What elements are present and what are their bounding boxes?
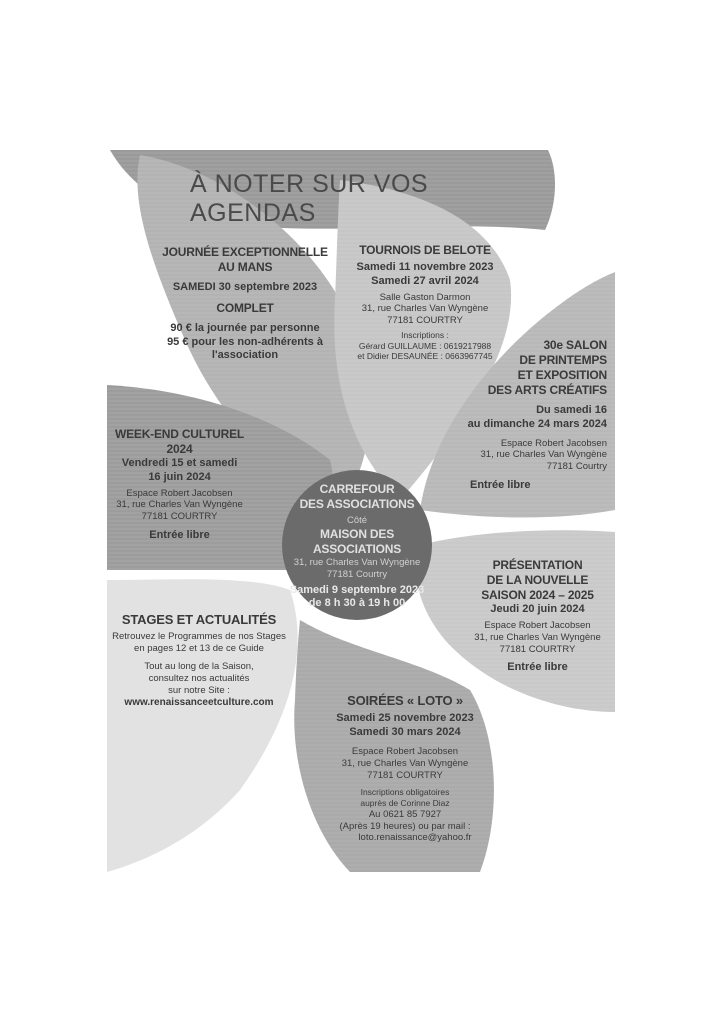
stages-title: STAGES ET ACTUALITÉS [121, 612, 277, 627]
carrefour-title-1: CARREFOUR [319, 482, 395, 496]
presentation-entry: Entrée libre [507, 661, 568, 674]
belote-street: 31, rue Charles Van Wyngène [361, 303, 489, 315]
event-salon: 30e SALON DE PRINTEMPS ET EXPOSITION DES… [455, 338, 615, 493]
salon-title-3: ET EXPOSITION [517, 368, 608, 382]
event-journee: JOURNÉE EXCEPTIONNELLE AU MANS SAMEDI 30… [150, 245, 340, 363]
presentation-title-2: DE LA NOUVELLE [486, 573, 589, 587]
belote-insc-label: Inscriptions : [401, 330, 449, 341]
salon-title-4: DES ARTS CRÉATIFS [487, 383, 607, 397]
weekend-date-2: 16 juin 2024 [148, 470, 211, 483]
belote-city: 77181 COURTRY [387, 315, 463, 327]
journee-title-1: JOURNÉE EXCEPTIONNELLE [162, 245, 328, 259]
weekend-title-2: 2024 [166, 442, 193, 456]
journee-status: COMPLET [216, 300, 274, 315]
carrefour-maison: MAISON DES ASSOCIATIONS [312, 526, 402, 556]
belote-date-1: Samedi 11 novembre 2023 [356, 261, 494, 273]
stages-line-2: en pages 12 et 13 de ce Guide [134, 643, 264, 655]
loto-city: 77181 COURTRY [367, 769, 443, 781]
salon-date-2: au dimanche 24 mars 2024 [467, 417, 607, 430]
weekend-date-1: Vendredi 15 et samedi [121, 457, 238, 469]
stages-line-5: sur notre Site : [168, 684, 230, 696]
carrefour-date: Samedi 9 septembre 2023 [289, 583, 425, 596]
presentation-title-1: PRÉSENTATION [492, 558, 583, 572]
loto-date-1: Samedi 25 novembre 2023 [336, 712, 474, 725]
loto-venue: Espace Robert Jacobsen [351, 745, 459, 757]
belote-contact-2: et Didier DESAUNÉE : 0663967745 [357, 351, 493, 362]
stages-line-1: Retrouvez le Programmes de nos Stages [112, 631, 286, 643]
journee-date: SAMEDI 30 septembre 2023 [172, 281, 318, 293]
salon-city: 77181 Courtry [546, 461, 607, 473]
carrefour-title-2: DES ASSOCIATIONS [299, 497, 415, 511]
journee-title-2: AU MANS [217, 260, 273, 274]
loto-street: 31, rue Charles Van Wyngène [341, 757, 469, 769]
weekend-title-1: WEEK-END CULTUREL [114, 427, 245, 441]
stages-line-3: Tout au long de la Saison, [144, 661, 254, 672]
weekend-street: 31, rue Charles Van Wyngène [116, 499, 243, 511]
presentation-title-3: SAISON 2024 – 2025 [481, 588, 594, 602]
weekend-venue: Espace Robert Jacobsen [126, 487, 233, 499]
salon-title-2: DE PRINTEMPS [519, 353, 607, 367]
belote-contact-1: Gérard GUILLAUME : 0619217988 [358, 340, 492, 351]
event-belote: TOURNOIS DE BELOTE Samedi 11 novembre 20… [345, 243, 505, 362]
belote-title: TOURNOIS DE BELOTE [359, 243, 491, 257]
belote-venue: Salle Gaston Darmon [379, 291, 471, 303]
stages-site-link[interactable]: www.renaissanceetculture.com [124, 696, 274, 708]
center-circle [282, 470, 432, 620]
weekend-entry: Entrée libre [149, 529, 210, 542]
carrefour-time: de 8 h 30 à 19 h 00 [308, 597, 406, 610]
presentation-city: 77181 COURTRY [499, 643, 576, 655]
loto-phone: Au 0621 85 7927 [368, 808, 442, 820]
presentation-street: 31, rue Charles Van Wyngène [474, 631, 601, 643]
loto-date-2: Samedi 30 mars 2024 [349, 726, 461, 738]
loto-insc-2: auprès de Corinne Diaz [360, 798, 450, 808]
event-loto: SOIRÉES « LOTO » Samedi 25 novembre 2023… [330, 693, 480, 844]
petal-lower-left [107, 579, 298, 872]
loto-email: loto.renaissance@yahoo.fr [358, 832, 472, 844]
belote-date-2: Samedi 27 avril 2024 [371, 274, 479, 287]
weekend-city: 77181 COURTRY [141, 511, 218, 523]
stages-line-4: consultez nos actualités [148, 672, 250, 684]
journee-price-1: 90 € la journée par personne [170, 321, 320, 334]
loto-note: (Après 19 heures) ou par mail : [339, 820, 471, 832]
salon-date-1: Du samedi 16 [536, 404, 607, 416]
carrefour-street: 31, rue Charles Van Wyngène [293, 556, 421, 568]
event-weekend: WEEK-END CULTUREL 2024 Vendredi 15 et sa… [112, 427, 247, 543]
event-presentation: PRÉSENTATION DE LA NOUVELLE SAISON 2024 … [460, 558, 615, 675]
salon-entry: Entrée libre [470, 479, 531, 492]
loto-title: SOIRÉES « LOTO » [347, 693, 463, 708]
carrefour-side: Côté [346, 515, 368, 526]
loto-insc-1: Inscriptions obligatoires [360, 787, 450, 798]
event-carrefour: CARREFOUR DES ASSOCIATIONS Côté MAISON D… [282, 482, 432, 611]
salon-venue: Espace Robert Jacobsen [500, 437, 607, 449]
presentation-venue: Espace Robert Jacobsen [484, 619, 591, 631]
carrefour-city: 77181 Courtry [326, 568, 388, 580]
journee-price-3: l'association [211, 349, 279, 362]
salon-title-1: 30e SALON [543, 338, 607, 352]
journee-price-2: 95 € pour les non-adhérents à [167, 335, 323, 348]
section-stages: STAGES ET ACTUALITÉS Retrouvez le Progra… [108, 612, 290, 709]
page-title: À NOTER SUR VOS AGENDAS [190, 170, 429, 227]
salon-street: 31, rue Charles Van Wyngène [480, 449, 607, 461]
presentation-date: Jeudi 20 juin 2024 [490, 603, 585, 615]
